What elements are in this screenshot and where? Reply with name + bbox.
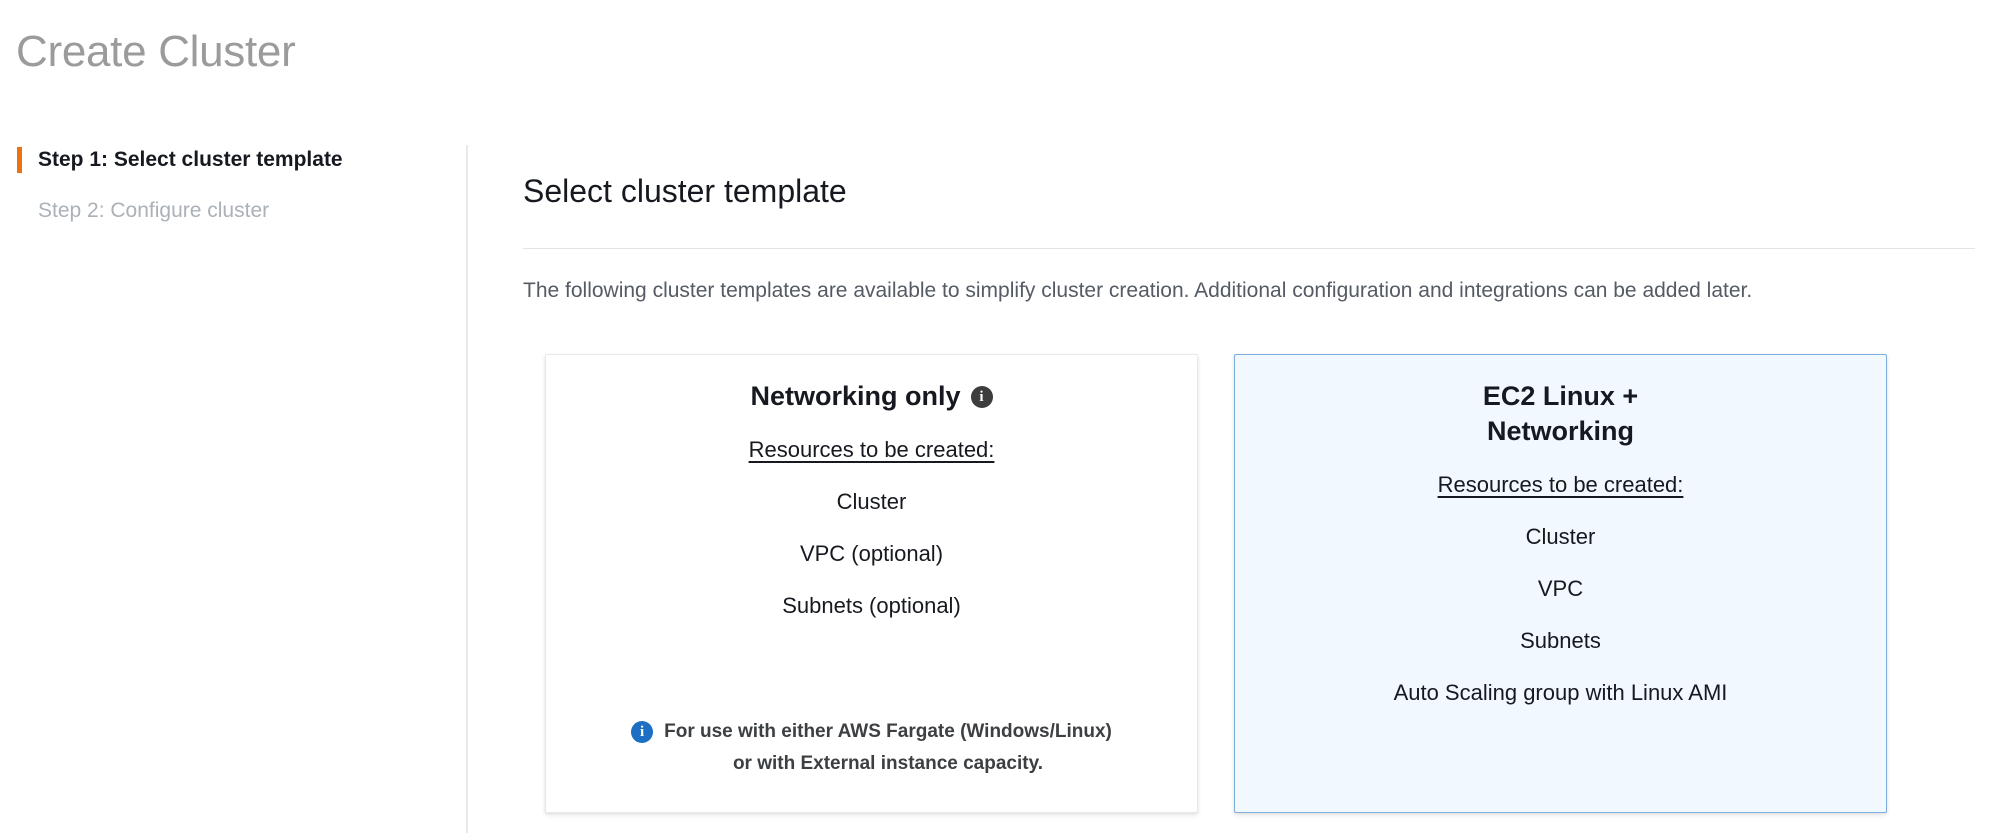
card-footnote-text: For use with either AWS Fargate (Windows…: [664, 721, 1112, 774]
sidebar-step-1-select-cluster-template[interactable]: Step 1: Select cluster template: [0, 147, 466, 173]
cluster-template-card-networking-only[interactable]: Networking only i Resources to be create…: [545, 354, 1198, 813]
card-resources-label: Resources to be created:: [748, 437, 995, 462]
page-title: Create Cluster: [16, 27, 296, 76]
active-step-accent-bar: [17, 147, 22, 173]
info-icon: i: [631, 721, 654, 743]
list-item: VPC: [1537, 576, 1584, 601]
cluster-template-card-ec2-linux-networking[interactable]: EC2 Linux + Networking Resources to be c…: [1234, 354, 1887, 813]
sidebar-step-2-configure-cluster[interactable]: Step 2: Configure cluster: [0, 198, 466, 224]
info-icon[interactable]: i: [970, 385, 993, 408]
list-item: Subnets (optional): [782, 593, 961, 618]
card-resource-list: Cluster VPC Subnets Auto Scaling group w…: [1261, 499, 1860, 707]
sidebar-step-2-label: Step 2: Configure cluster: [38, 199, 270, 222]
list-item: Subnets: [1520, 628, 1601, 653]
sidebar-step-1-label: Step 1: Select cluster template: [38, 148, 343, 171]
card-resources-label: Resources to be created:: [1437, 472, 1684, 497]
list-item: Cluster: [1525, 524, 1596, 549]
heading-divider: [523, 248, 1975, 250]
card-title-text: Networking only: [750, 381, 961, 411]
card-title-networking-only: Networking only i: [750, 379, 993, 414]
section-heading: Select cluster template: [523, 172, 847, 209]
list-item: Cluster: [836, 489, 907, 514]
main-content: Select cluster template The following cl…: [523, 145, 1975, 813]
card-title-text: EC2 Linux + Networking: [1482, 381, 1639, 446]
list-item: Auto Scaling group with Linux AMI: [1393, 680, 1728, 705]
section-description: The following cluster templates are avai…: [523, 279, 1753, 303]
card-title-ec2-linux-networking: EC2 Linux + Networking: [1483, 379, 1638, 449]
create-cluster-wizard: Step 1: Select cluster template Step 2: …: [0, 145, 1999, 833]
wizard-step-sidebar: Step 1: Select cluster template Step 2: …: [0, 145, 468, 833]
card-footnote: i For use with either AWS Fargate (Windo…: [631, 716, 1112, 792]
card-resource-list: Cluster VPC (optional) Subnets (optional…: [572, 464, 1171, 620]
list-item: VPC (optional): [799, 541, 944, 566]
cluster-template-card-list: Networking only i Resources to be create…: [545, 354, 1975, 813]
